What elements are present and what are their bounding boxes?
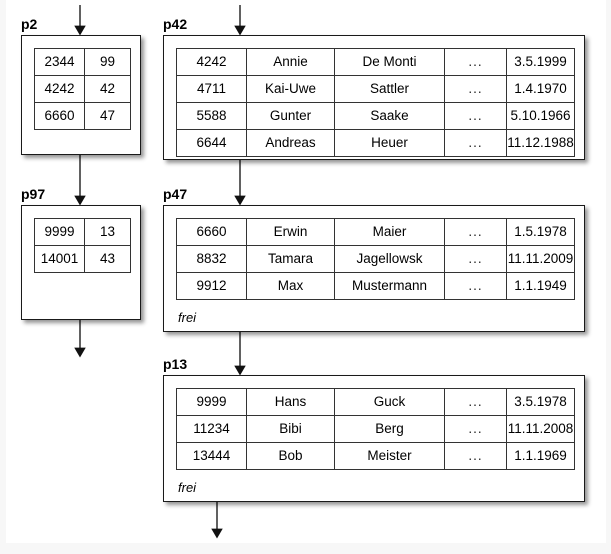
cell-c3: ... — [444, 48, 507, 76]
cell-c0: 4711 — [176, 75, 247, 103]
cell-c0: 8832 — [176, 245, 247, 273]
cell-c4: 5.10.1966 — [506, 102, 575, 130]
cell-c2: Maier — [334, 218, 445, 246]
cell-c0: 4242 — [34, 75, 85, 103]
cell-c2: Meister — [334, 442, 445, 470]
cell-c1: 99 — [84, 48, 131, 76]
cell-c2: Jagellowsk — [334, 245, 445, 273]
cell-c4: 3.5.1978 — [506, 388, 575, 416]
cell-c1: Bibi — [246, 415, 335, 443]
free-space-label: frei — [178, 310, 197, 325]
cell-c3: ... — [444, 388, 507, 416]
cell-c0: 9912 — [176, 272, 247, 300]
cell-c3: ... — [444, 75, 507, 103]
cell-c0: 6660 — [176, 218, 247, 246]
cell-c4: 11.11.2008 — [506, 415, 575, 443]
cell-c1: Erwin — [246, 218, 335, 246]
cell-c0: 5588 — [176, 102, 247, 130]
free-space-label: frei — [178, 480, 197, 495]
cell-c1: Max — [246, 272, 335, 300]
cell-c4: 11.11.2009 — [506, 245, 575, 273]
cell-c2: Berg — [334, 415, 445, 443]
cell-c1: Tamara — [246, 245, 335, 273]
cell-c0: 2344 — [34, 48, 85, 76]
cell-c2: Saake — [334, 102, 445, 130]
cell-c0: 9999 — [34, 218, 85, 246]
cell-c1: Annie — [246, 48, 335, 76]
node-label-p42: p42 — [163, 16, 188, 32]
cell-c3: ... — [444, 218, 507, 246]
cell-c0: 6660 — [34, 102, 85, 130]
cell-c2: Heuer — [334, 129, 445, 157]
node-label-p2: p2 — [21, 16, 38, 32]
node-label-p47: p47 — [163, 186, 188, 202]
cell-c3: ... — [444, 442, 507, 470]
cell-c4: 1.1.1949 — [506, 272, 575, 300]
cell-c2: Guck — [334, 388, 445, 416]
cell-c1: Hans — [246, 388, 335, 416]
cell-c3: ... — [444, 245, 507, 273]
cell-c2: De Monti — [334, 48, 445, 76]
cell-c1: 13 — [84, 218, 131, 246]
cell-c3: ... — [444, 129, 507, 157]
node-label-p97: p97 — [21, 186, 46, 202]
cell-c0: 6644 — [176, 129, 247, 157]
cell-c0: 14001 — [34, 245, 85, 273]
cell-c4: 1.5.1978 — [506, 218, 575, 246]
cell-c1: 43 — [84, 245, 131, 273]
cell-c4: 3.5.1999 — [506, 48, 575, 76]
cell-c0: 11234 — [176, 415, 247, 443]
cell-c0: 13444 — [176, 442, 247, 470]
cell-c4: 1.1.1969 — [506, 442, 575, 470]
cell-c3: ... — [444, 272, 507, 300]
cell-c0: 9999 — [176, 388, 247, 416]
cell-c4: 11.12.1988 — [506, 129, 575, 157]
cell-c1: Kai-Uwe — [246, 75, 335, 103]
cell-c0: 4242 — [176, 48, 247, 76]
node-label-p13: p13 — [163, 356, 188, 372]
cell-c4: 1.4.1970 — [506, 75, 575, 103]
cell-c3: ... — [444, 102, 507, 130]
cell-c2: Sattler — [334, 75, 445, 103]
cell-c1: Andreas — [246, 129, 335, 157]
cell-c1: Bob — [246, 442, 335, 470]
cell-c1: Gunter — [246, 102, 335, 130]
cell-c1: 47 — [84, 102, 131, 130]
cell-c2: Mustermann — [334, 272, 445, 300]
cell-c3: ... — [444, 415, 507, 443]
cell-c1: 42 — [84, 75, 131, 103]
